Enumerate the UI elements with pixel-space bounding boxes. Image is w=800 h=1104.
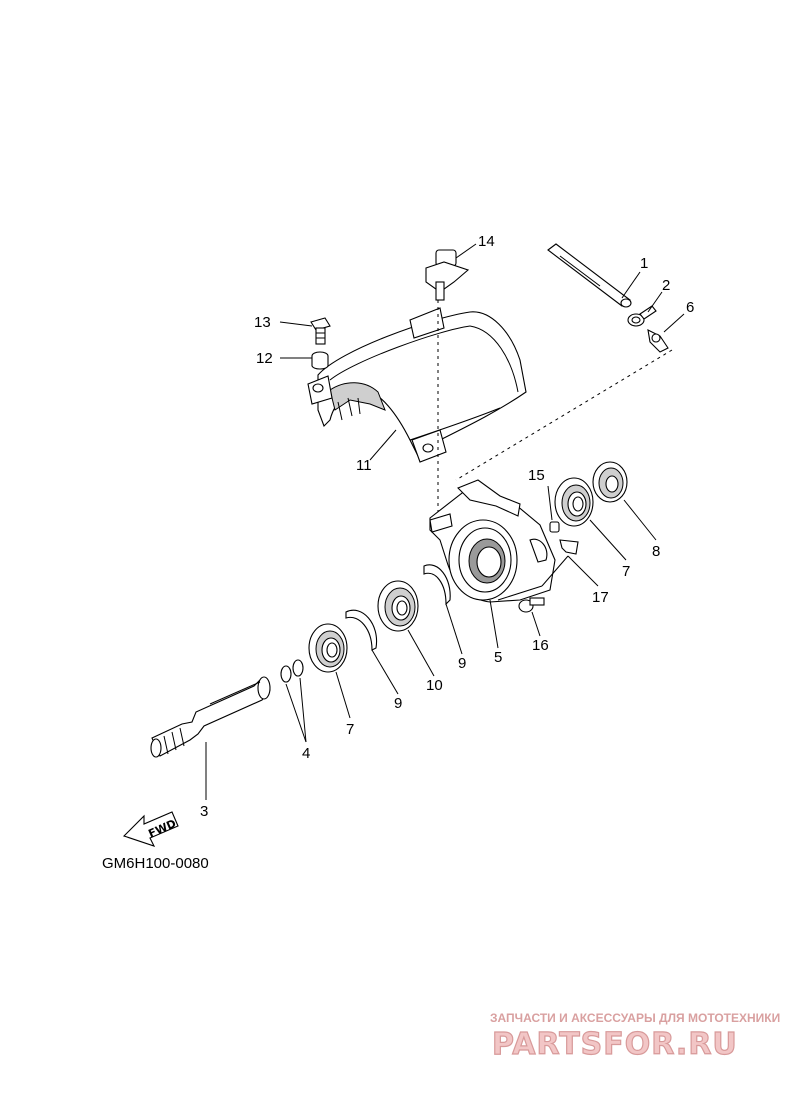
part-9-snap-ring-upper: [423, 564, 451, 606]
fwd-arrow: FWD: [122, 811, 179, 847]
callout-16: 16: [532, 637, 549, 654]
callout-13: 13: [254, 314, 271, 331]
part-13-bolt: [310, 317, 331, 345]
leader-lines: [205, 243, 685, 800]
callout-15: 15: [528, 467, 545, 484]
part-3-shaft: [150, 676, 271, 758]
callout-11: 11: [356, 457, 372, 474]
callout-7a: 7: [622, 563, 630, 580]
callout-14: 14: [478, 233, 495, 250]
callout-5: 5: [494, 649, 502, 666]
callout-9a: 9: [458, 655, 466, 672]
callout-2: 2: [662, 277, 670, 294]
callout-6: 6: [686, 299, 694, 316]
part-11-housing-cover: [307, 307, 527, 463]
callout-9b: 9: [394, 695, 402, 712]
callout-10: 10: [426, 677, 443, 694]
part-4-o-rings: [280, 659, 304, 683]
assembly-line-diagonal: [455, 349, 673, 481]
part-5-housing: [429, 479, 556, 603]
watermark-logo: PARTSFOR.RU: [492, 1027, 738, 1062]
callout-17: 17: [592, 589, 609, 606]
part-15-dowel: [549, 521, 560, 533]
callout-12: 12: [256, 350, 273, 367]
part-12-collar: [311, 351, 329, 370]
part-6-fitting: [647, 329, 669, 353]
watermark: ЗАПЧАСТИ И АКСЕССУАРЫ ДЛЯ МОТОТЕХНИКИ PA…: [490, 1011, 780, 1063]
part-10-bearing: [377, 580, 419, 632]
part-16-bolt: [518, 597, 545, 613]
callout-8: 8: [652, 543, 660, 560]
part-8-seal: [592, 461, 628, 503]
part-2-clip: [627, 305, 657, 327]
callout-7b: 7: [346, 721, 354, 738]
part-9-snap-ring-lower: [345, 609, 378, 651]
callout-1: 1: [640, 255, 648, 272]
callout-4: 4: [302, 745, 310, 762]
part-7-bearing-upper: [554, 477, 594, 527]
part-17-tab: [559, 539, 579, 555]
diagram-code: GM6H100-0080: [102, 855, 209, 872]
callout-3: 3: [200, 803, 208, 820]
part-14-bracket: [425, 249, 470, 301]
part-7-bearing-lower: [308, 623, 348, 673]
watermark-tagline: ЗАПЧАСТИ И АКСЕССУАРЫ ДЛЯ МОТОТЕХНИКИ: [490, 1011, 780, 1025]
callout-labels: 1 2 6 14 13 12 11 15 8 7 17 16 5 9 10 9 …: [200, 233, 694, 820]
part-1-rod: [547, 243, 632, 308]
